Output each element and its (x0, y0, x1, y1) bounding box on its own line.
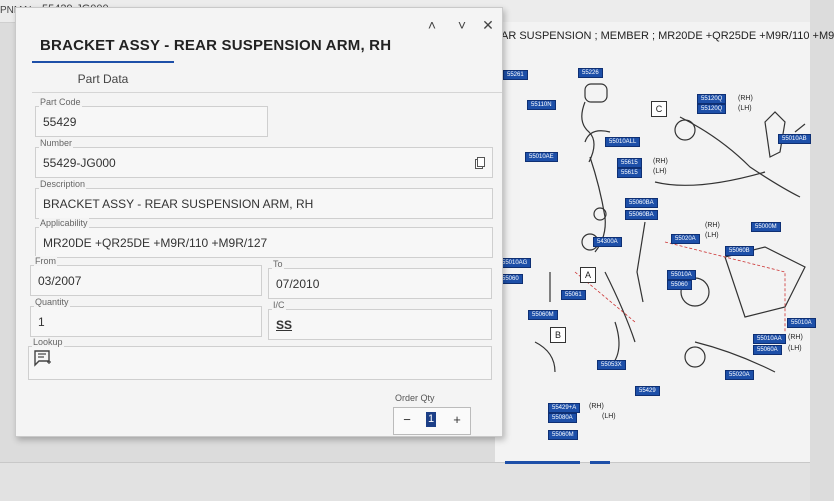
description-field[interactable]: Description BRACKET ASSY - REAR SUSPENSI… (35, 179, 493, 219)
diagram-tag[interactable]: 55053X (597, 360, 626, 370)
diagram-tag[interactable]: 55010AE (525, 152, 558, 162)
diagram-title: AR SUSPENSION ; MEMBER ; MR20DE +QR25DE … (501, 30, 834, 42)
side-label: (LH) (705, 232, 719, 239)
diagram-tag[interactable]: 55120Q (697, 94, 727, 104)
diagram-tag[interactable]: 55429 (635, 386, 660, 396)
number-label: Number (39, 138, 74, 148)
diagram-tag[interactable]: 55000M (751, 222, 781, 232)
diagram-tag[interactable]: 55010A (667, 270, 696, 280)
to-value: 07/2010 (276, 277, 320, 291)
side-label: (LH) (653, 168, 667, 175)
to-field[interactable]: To 07/2010 (268, 259, 492, 299)
part-data-panel: BRACKET ASSY - REAR SUSPENSION ARM, RH ˄… (15, 7, 503, 437)
diagram-tag[interactable]: 55615 (617, 168, 642, 178)
from-field[interactable]: From 03/2007 (30, 256, 262, 296)
diagram-letter-c: C (651, 101, 667, 117)
diagram-tag[interactable]: 55010ALL (605, 137, 641, 147)
applicability-value: MR20DE +QR25DE +M9R/110 +M9R/127 (43, 236, 268, 250)
lookup-list-icon[interactable] (34, 350, 52, 367)
side-label: (LH) (738, 105, 752, 112)
side-label: (RH) (653, 158, 668, 165)
side-label: (LH) (788, 345, 802, 352)
quantity-label: Quantity (34, 297, 70, 307)
ic-value: SS (276, 318, 293, 332)
from-label: From (34, 256, 57, 266)
diagram-tag[interactable]: 55615 (617, 158, 642, 168)
diagram-tag[interactable]: 55060M (528, 310, 558, 320)
decrement-button[interactable]: − (403, 412, 411, 427)
part-code-value: 55429 (43, 115, 77, 129)
part-code-label: Part Code (39, 97, 82, 107)
diagram-tag[interactable]: 55010AB (778, 134, 811, 144)
diagram-drawing (534, 83, 806, 373)
increment-button[interactable]: + (453, 412, 461, 427)
order-qty-label: Order Qty (395, 393, 435, 403)
diagram-tag[interactable]: 55060BA (625, 210, 658, 220)
diagram-tag[interactable]: 55060A (753, 345, 782, 355)
number-value: 55429-JG000 (43, 156, 116, 170)
tab-divider (32, 92, 502, 93)
diagram-tag[interactable]: 55060 (667, 280, 692, 290)
quantity-field[interactable]: Quantity 1 (30, 297, 262, 337)
description-label: Description (39, 179, 87, 189)
copy-icon[interactable] (475, 157, 485, 169)
from-value: 03/2007 (38, 274, 82, 288)
diagram-tag[interactable]: 55060M (548, 430, 578, 440)
lookup-field[interactable]: Lookup (28, 337, 492, 380)
tab-label: Part Data (77, 72, 129, 86)
applicability-field[interactable]: Applicability MR20DE +QR25DE +M9R/110 +M… (35, 218, 493, 258)
diagram-tag[interactable]: 55226 (578, 68, 603, 78)
diagram-tag[interactable]: 55080A (548, 413, 577, 423)
diagram-tag[interactable]: 55110N (527, 100, 556, 110)
quantity-value: 1 (38, 315, 45, 329)
panel-title: BRACKET ASSY - REAR SUSPENSION ARM, RH (40, 37, 392, 54)
diagram-tag[interactable]: 54300A (593, 237, 622, 247)
quantity-stepper[interactable]: − 1 + (393, 407, 471, 435)
diagram-tag[interactable]: 55429+A (548, 403, 581, 413)
chevron-up-icon[interactable]: ˄ (427, 17, 437, 33)
ic-label: I/C (272, 300, 286, 310)
number-field[interactable]: Number 55429-JG000 (35, 138, 493, 178)
chevron-down-icon[interactable]: ˅ (457, 17, 467, 33)
parts-diagram[interactable]: AR SUSPENSION ; MEMBER ; MR20DE +QR25DE … (495, 22, 834, 462)
side-label: (RH) (788, 334, 803, 341)
order-qty-input[interactable]: 1 (426, 412, 436, 427)
diagram-letter-a: A (580, 267, 596, 283)
diagram-tag[interactable]: 55020A (671, 234, 700, 244)
part-code-field[interactable]: Part Code 55429 (35, 97, 268, 137)
description-value: BRACKET ASSY - REAR SUSPENSION ARM, RH (43, 197, 314, 211)
side-label: (RH) (589, 403, 604, 410)
diagram-tag[interactable]: 55061 (561, 290, 586, 300)
tab-part-data[interactable]: Part Data (32, 61, 174, 93)
diagram-tag[interactable]: 55010AA (753, 334, 786, 344)
side-label: (RH) (705, 222, 720, 229)
scroll-indicator[interactable] (505, 461, 580, 464)
bottom-strip (0, 462, 810, 501)
order-qty: Order Qty − 1 + (391, 393, 471, 438)
applicability-label: Applicability (39, 218, 89, 228)
lookup-label: Lookup (32, 337, 64, 347)
diagram-tag[interactable]: 55120Q (697, 104, 727, 114)
diagram-tag[interactable]: 55261 (503, 70, 528, 80)
diagram-letter-b: B (550, 327, 566, 343)
diagram-tag[interactable]: 55020A (725, 370, 754, 380)
close-icon[interactable]: ✕ (482, 17, 494, 33)
ic-field[interactable]: I/C SS (268, 300, 492, 340)
scroll-indicator-secondary[interactable] (590, 461, 610, 464)
diagram-tag[interactable]: 55010A (787, 318, 816, 328)
to-label: To (272, 259, 284, 269)
side-label: (RH) (738, 95, 753, 102)
diagram-tag[interactable]: 55060B (725, 246, 754, 256)
diagram-tag[interactable]: 55060BA (625, 198, 658, 208)
side-label: (LH) (602, 413, 616, 420)
diagram-tag[interactable]: 55010AG (498, 258, 532, 268)
